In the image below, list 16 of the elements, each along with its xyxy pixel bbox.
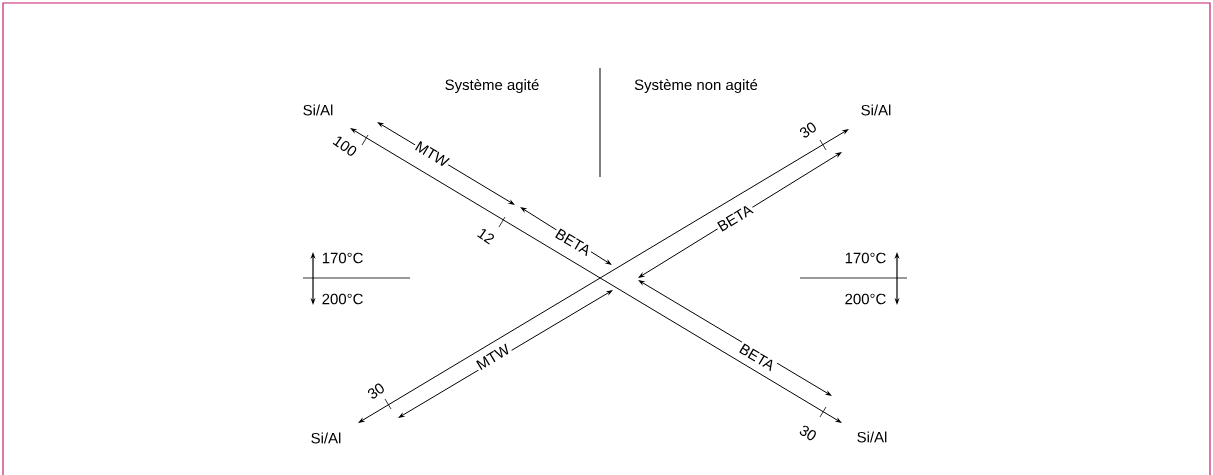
- range-label: MTW: [412, 138, 452, 170]
- tick-label: 100: [332, 136, 357, 156]
- tick-label: 30: [799, 122, 816, 138]
- tick-label: 12: [477, 229, 494, 245]
- axis-label: Si/Al: [311, 432, 341, 444]
- temperature-label: 170°C: [845, 252, 886, 264]
- section-heading: Système agité: [445, 78, 539, 94]
- axis-label: Si/Al: [857, 431, 887, 443]
- tick-label: 30: [367, 383, 384, 399]
- temperature-label: 200°C: [845, 293, 886, 305]
- tick-label: 30: [799, 425, 816, 441]
- temperature-label: 170°C: [322, 252, 363, 264]
- axis-label: Si/Al: [303, 104, 333, 116]
- temperature-label: 200°C: [322, 293, 363, 305]
- axis-label: Si/Al: [861, 104, 891, 116]
- section-heading: Système non agité: [634, 78, 758, 94]
